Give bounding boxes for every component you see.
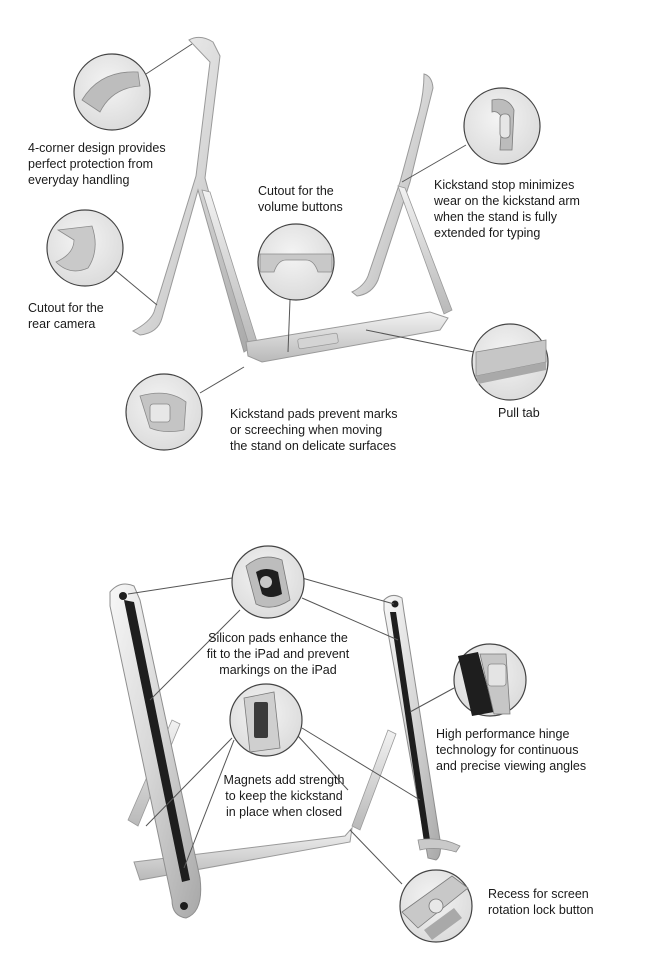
label-line: Cutout for the <box>258 184 334 198</box>
zoom-silicon-pads <box>231 545 305 619</box>
label-line: 4-corner design provides <box>28 141 166 155</box>
label-line: or screeching when moving <box>230 423 383 437</box>
label-line: volume buttons <box>258 200 343 214</box>
zoom-kickstand-pads <box>125 373 203 451</box>
zoom-kickstand-stop <box>463 87 541 165</box>
label-line: Pull tab <box>498 406 540 420</box>
label-kickstand-stop: Kickstand stop minimizes wear on the kic… <box>434 177 580 241</box>
label-line: High performance hinge <box>436 727 570 741</box>
label-line: markings on the iPad <box>219 663 337 677</box>
label-camera-cutout: Cutout for the rear camera <box>28 300 104 332</box>
label-magnets: Magnets add strength to keep the kicksta… <box>214 772 354 820</box>
label-line: Kickstand stop minimizes <box>434 178 575 192</box>
top-stand <box>131 36 453 363</box>
zoom-magnets <box>229 683 303 757</box>
label-line: rotation lock button <box>488 903 594 917</box>
label-line: to keep the kickstand <box>225 789 343 803</box>
bottom-stand <box>109 583 461 919</box>
zoom-volume-cutout <box>257 223 335 301</box>
zoom-hinge <box>453 643 527 717</box>
label-line: technology for continuous <box>436 743 579 757</box>
top-leader-lines <box>114 43 475 394</box>
label-line: Silicon pads enhance the <box>208 631 348 645</box>
zoom-rotation-lock-recess <box>399 869 473 943</box>
label-kickstand-pads: Kickstand pads prevent marks or screechi… <box>230 406 397 454</box>
label-volume-cutout: Cutout for the volume buttons <box>258 183 343 215</box>
label-line: extended for typing <box>434 226 541 240</box>
label-line: when the stand is fully <box>434 210 557 224</box>
label-rotation-lock-recess: Recess for screen rotation lock button <box>488 886 594 918</box>
label-line: Recess for screen <box>488 887 589 901</box>
label-line: Kickstand pads prevent marks <box>230 407 398 421</box>
label-line: and precise viewing angles <box>436 759 587 773</box>
label-line: perfect protection from <box>28 157 154 171</box>
label-line: the stand on delicate surfaces <box>230 439 397 453</box>
label-hinge: High performance hinge technology for co… <box>436 726 586 774</box>
label-pull-tab: Pull tab <box>498 405 540 421</box>
label-silicon-pads: Silicon pads enhance the fit to the iPad… <box>196 630 360 678</box>
label-line: fit to the iPad and prevent <box>206 647 350 661</box>
label-line: wear on the kickstand arm <box>434 194 580 208</box>
label-line: in place when closed <box>225 805 343 819</box>
zoom-pull-tab <box>471 323 549 401</box>
label-corner-design: 4-corner design provides perfect protect… <box>28 140 166 188</box>
bottom-leader-lines <box>127 577 455 885</box>
label-line: Cutout for the <box>28 301 104 315</box>
label-line: everyday handling <box>28 173 130 187</box>
zoom-corner <box>73 53 151 131</box>
label-line: rear camera <box>28 317 96 331</box>
label-line: Magnets add strength <box>223 773 345 787</box>
zoom-camera-cutout <box>46 209 124 287</box>
